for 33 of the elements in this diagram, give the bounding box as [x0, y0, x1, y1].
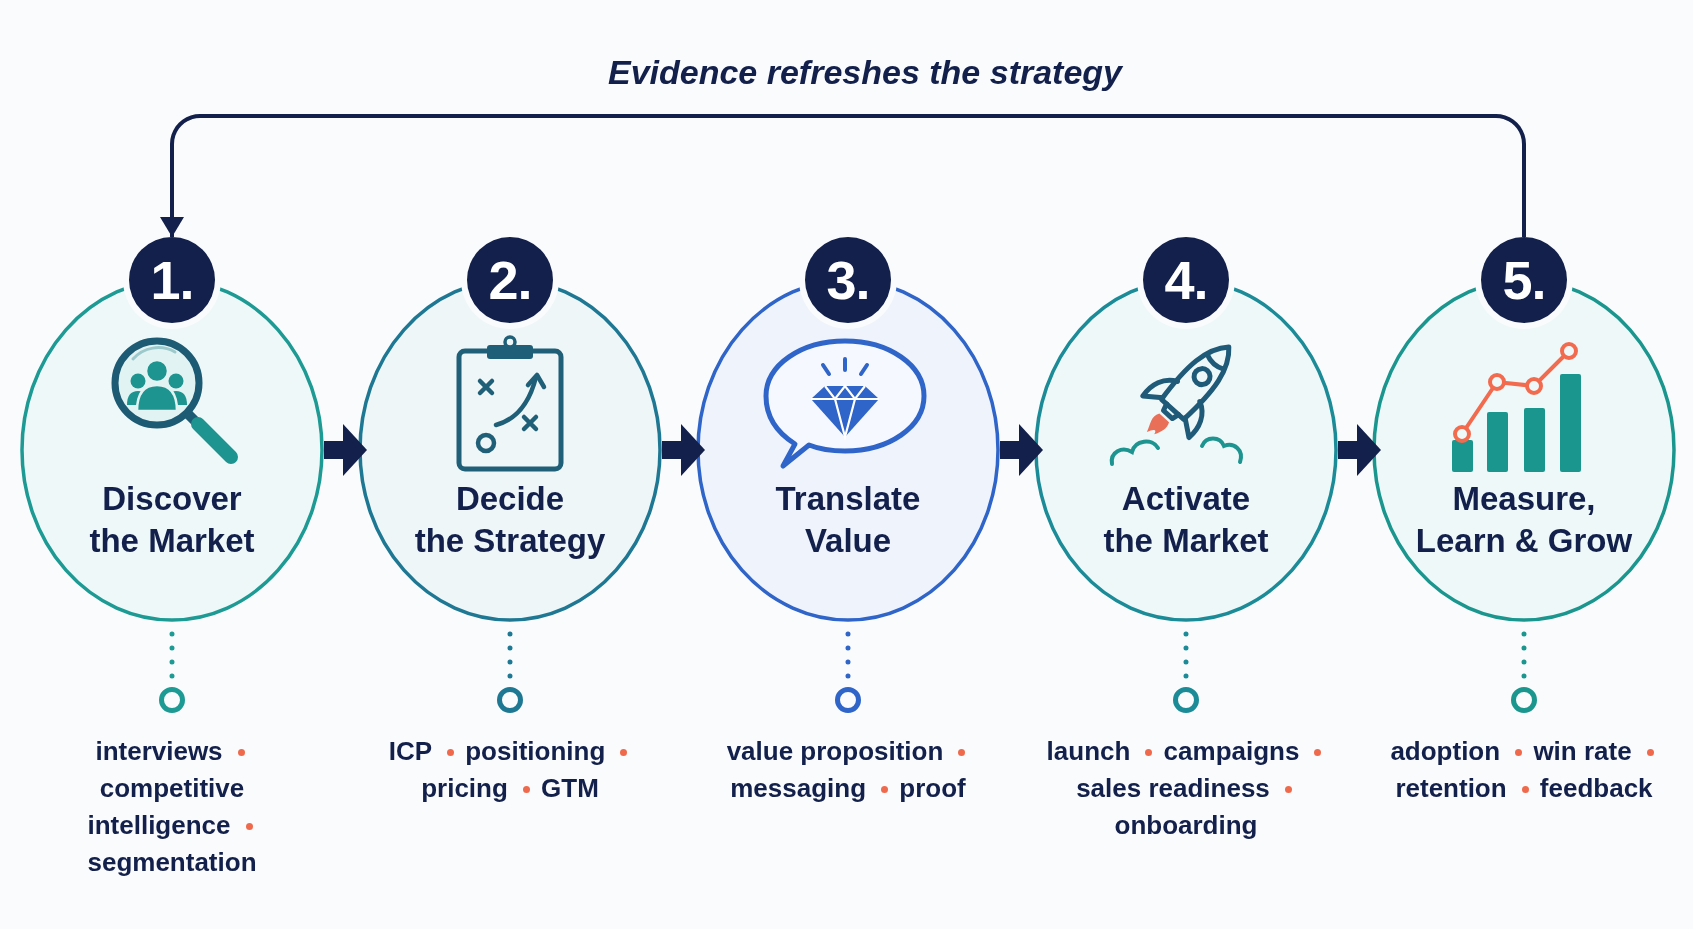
keyword-label: GTM	[541, 773, 599, 803]
ring-icon	[1173, 687, 1199, 713]
keyword-label: feedback	[1539, 773, 1653, 803]
keyword-label: win rate	[1533, 736, 1632, 766]
keyword-label: retention	[1395, 773, 1507, 803]
keyword-label: pricing	[421, 773, 508, 803]
keyword-label: sales readiness	[1076, 773, 1270, 803]
step-title: Translate Value	[774, 479, 922, 561]
keyword-label: launch	[1046, 736, 1131, 766]
step-title: Decide the Strategy	[413, 479, 607, 561]
block-arrow	[324, 424, 367, 476]
keyword-label: value proposition	[726, 736, 944, 766]
keyword-label: onboarding	[1114, 810, 1258, 840]
loop-arrow	[160, 114, 1526, 237]
step-title: Measure, Learn & Grow	[1414, 479, 1634, 561]
step-title: Discover the Market	[88, 479, 256, 561]
block-arrow	[1338, 424, 1381, 476]
keyword-label: adoption	[1390, 736, 1501, 766]
keyword-label: interviews	[95, 736, 223, 766]
ring-icon	[835, 687, 861, 713]
block-arrow	[1000, 424, 1043, 476]
ring-icon	[497, 687, 523, 713]
block-arrow	[662, 424, 705, 476]
keyword-label: campaigns	[1163, 736, 1300, 766]
keyword-label: segmentation	[87, 847, 257, 877]
ring-icon	[159, 687, 185, 713]
keyword-label: proof	[899, 773, 966, 803]
keyword-label: ICP	[388, 736, 432, 766]
step-title: Activate the Market	[1102, 479, 1270, 561]
keyword-label: messaging	[730, 773, 867, 803]
ring-icon	[1511, 687, 1537, 713]
keyword-label: positioning	[465, 736, 606, 766]
edge-label: Evidence refreshes the strategy	[608, 52, 1122, 92]
